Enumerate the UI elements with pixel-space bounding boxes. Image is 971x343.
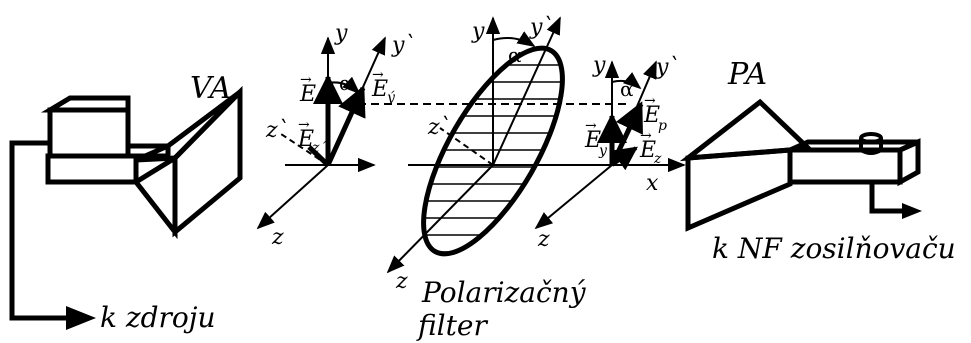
svg-text:→: → [644,93,656,109]
svg-text:E: E [584,128,601,153]
horn-front [172,85,243,238]
rx-horn-front [685,147,793,232]
receiving-antenna: PA k NF zosilňovaču [679,57,956,265]
horn-bottom [132,153,178,240]
right-z-label: z [537,227,550,252]
left-alpha-label: α [339,71,353,95]
right-x-label: x [646,171,659,196]
source-arrowhead [66,306,96,330]
svg-text:→: → [298,117,310,133]
filter-z-prime-label: z` [427,115,451,140]
filter-y-label: y [471,19,485,44]
k-zdroju-label: k zdroju [100,301,216,334]
svg-text:→: → [372,67,384,83]
right-axes: y y` z x α E → p E → y E → z [534,53,686,252]
va-label: VA [190,71,231,106]
rx-waveguide-side [897,138,921,187]
right-alpha-label: α [620,77,634,101]
left-alpha-arc [327,76,361,95]
svg-text:E: E [639,138,656,163]
polarization-filter: y y` z z` α Polarizačný filter [386,15,618,342]
svg-text:E: E [371,77,388,102]
left-E-z-prime-label: E → z´ [297,117,327,156]
filter-y-prime-axis [492,16,561,166]
right-E-z-vector [610,146,638,171]
svg-text:E: E [643,103,660,128]
rx-waveguide [787,147,903,185]
filter-alpha-label: α [508,43,522,67]
source-connection: k zdroju [9,140,216,334]
svg-text:→: → [300,72,312,88]
transmitting-antenna: VA [40,71,243,240]
svg-text:z´: z´ [311,140,327,156]
svg-text:→: → [585,118,597,134]
right-y-prime-label: y` [655,55,679,80]
right-y-label: y [592,53,606,78]
nf-output-line [869,182,904,214]
svg-text:E: E [297,127,314,152]
left-E-z-prime-vector [307,145,330,167]
left-z-label: z [271,225,284,250]
left-axes: y y` z z` α E → E → ý E → z´ [256,21,415,250]
filter-y-prime-label: y` [529,15,553,40]
right-E-y-label: E → y [584,118,608,159]
left-E-y-prime-label: E → ý [371,67,396,106]
left-E-y-prime-vector [325,85,366,167]
svg-text:p: p [658,118,667,134]
nf-arrowhead [902,203,922,219]
svg-text:y: y [598,143,608,159]
waveguide-base [45,153,139,185]
left-y-prime-label: y` [391,33,415,58]
svg-text:→: → [640,128,652,144]
svg-text:z: z [653,151,662,167]
left-E-label: E → [299,72,316,107]
filter-label: filter [416,309,488,342]
generator-box-top [40,95,131,113]
filter-z-prime-axis [439,127,494,166]
filter-alpha-arc [492,31,536,47]
generator-box [47,107,131,159]
right-E-p-label: E → p [643,93,667,134]
k-nf-label: k NF zosilňovaču [712,232,956,265]
right-alpha-arc [611,72,642,90]
pa-label: PA [727,57,767,92]
left-z-axis [256,164,329,230]
filter-z-axis [386,164,494,274]
right-z-axis [534,164,613,230]
detector-diode [859,132,883,155]
right-E-z-label: E → z [639,128,662,167]
left-y-label: y [334,21,348,46]
left-z-prime-label: z` [265,118,289,143]
polarizacny-label: Polarizačný [421,276,587,309]
svg-text:ý: ý [386,89,396,106]
filter-ellipse [421,45,565,257]
filter-z-label: z [395,269,408,294]
svg-text:E: E [299,82,316,107]
